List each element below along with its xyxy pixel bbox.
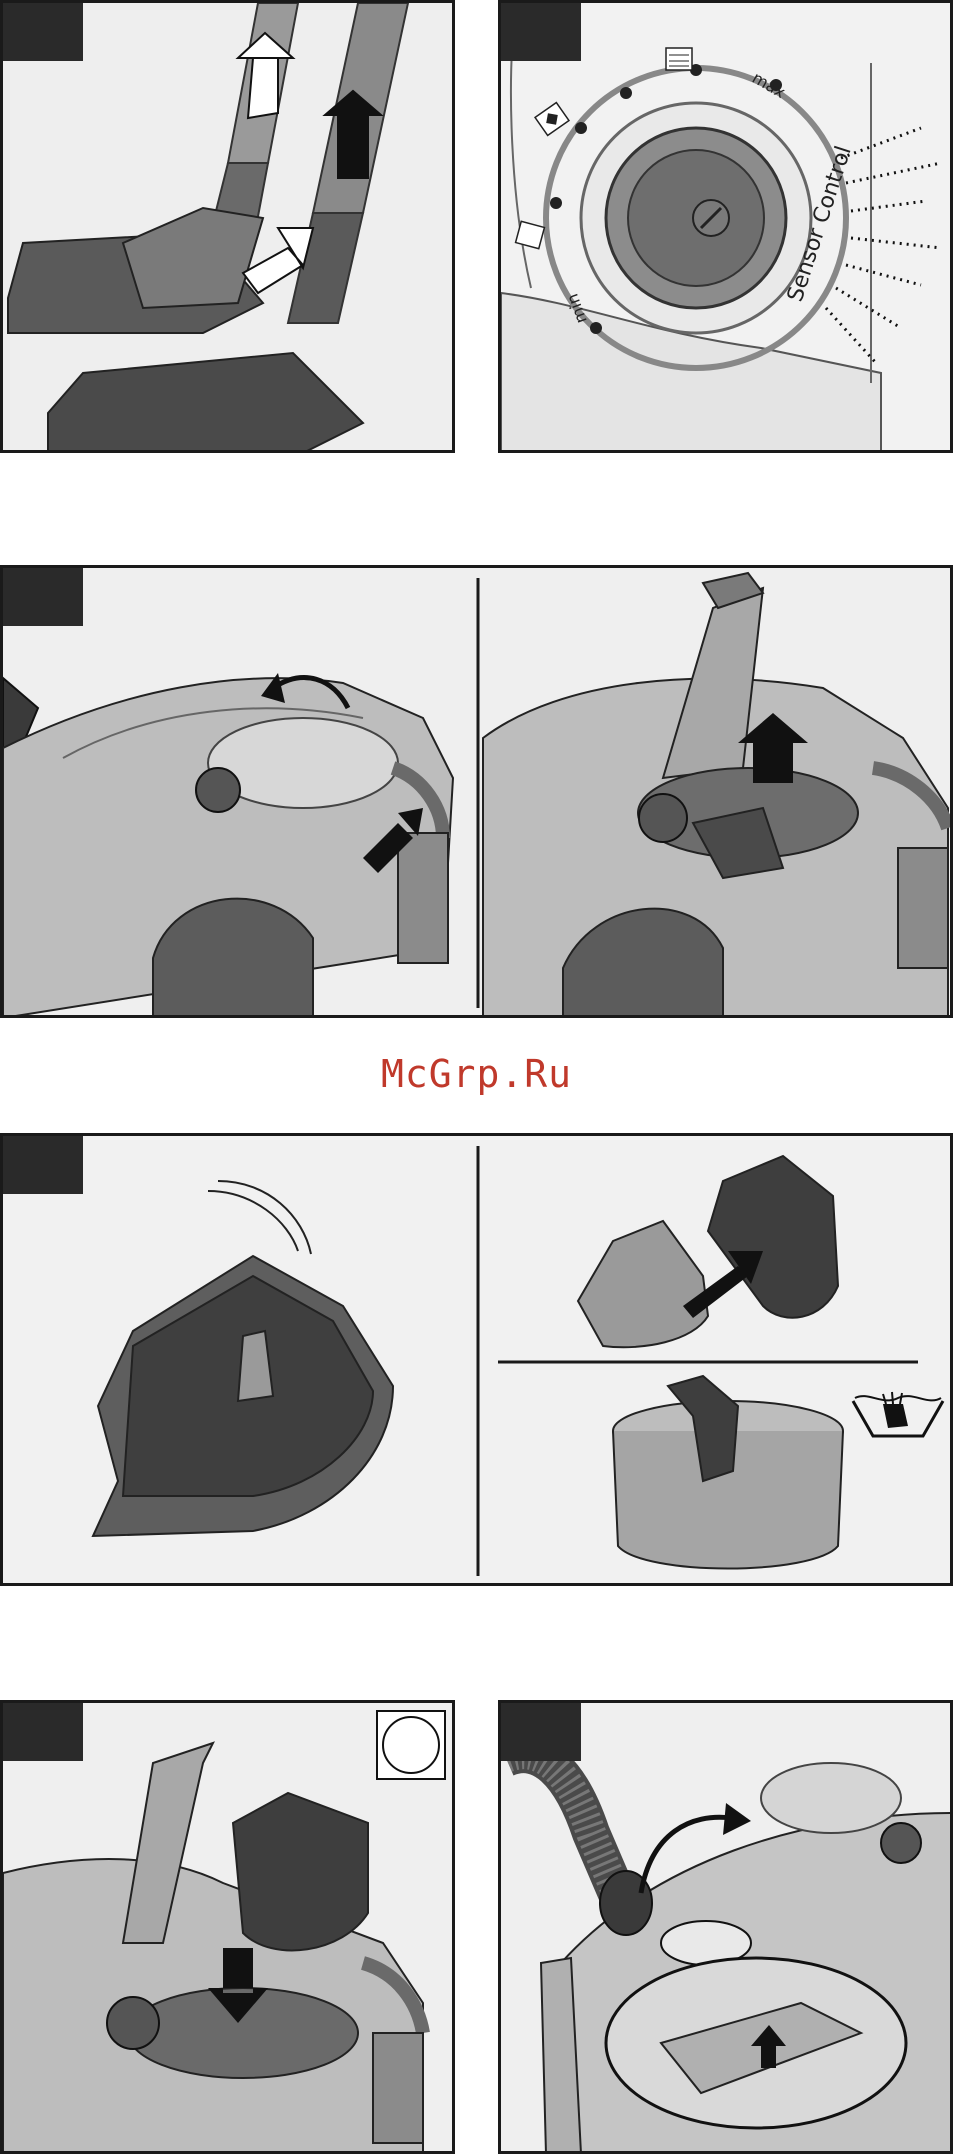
- circle-symbol-icon: [377, 1711, 445, 1779]
- vacuum-lid-illustration: [3, 568, 953, 1018]
- figure-tag: [3, 1136, 83, 1194]
- figure-tag: [3, 1703, 83, 1761]
- figure-tag: [3, 568, 83, 626]
- illustration-panel-container: [0, 1133, 953, 1586]
- dust-container-illustration: [3, 1136, 953, 1586]
- nozzle-tube-illustration: [3, 3, 455, 453]
- container-reinsert-illustration: [3, 1703, 455, 2154]
- sensor-dial-illustration: max min Sensor Control: [501, 3, 953, 453]
- illustration-panel-lid: [0, 565, 953, 1018]
- illustration-panel-reinsert: [0, 1700, 455, 2154]
- figure-tag: [501, 3, 581, 61]
- figure-tag: [3, 3, 83, 61]
- carpet-symbol-icon: [666, 48, 692, 70]
- illustration-panel-dial: max min Sensor Control: [498, 0, 953, 453]
- hose-release-illustration: [501, 1703, 953, 2154]
- figure-tag: [501, 1703, 581, 1761]
- illustration-panel-nozzle: [0, 0, 455, 453]
- watermark-text: McGrp.Ru: [0, 1052, 953, 1096]
- illustration-panel-hose: [498, 1700, 953, 2154]
